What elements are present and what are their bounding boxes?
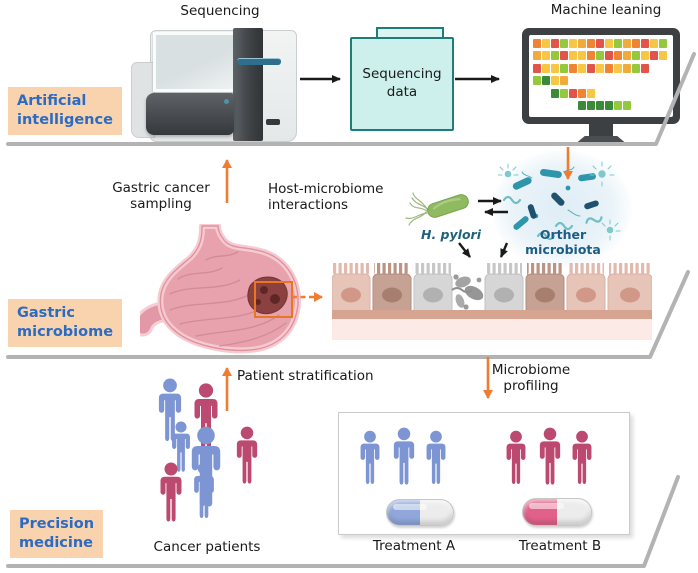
patients-cluster <box>151 378 277 530</box>
sequencer-handle <box>237 58 281 65</box>
treatment-a-group <box>356 421 452 499</box>
person-icon <box>535 421 565 499</box>
section-label-precision: Precision medicine <box>10 510 104 559</box>
arrow-hpylori-to-epithelium <box>458 242 471 258</box>
sequencer-label: Sequencing <box>180 3 260 19</box>
treatment-a-label: Treatment A <box>372 538 456 554</box>
gap-microbes <box>451 274 484 310</box>
sequencer-screen <box>153 32 237 92</box>
monitor-base <box>574 136 628 145</box>
person-icon <box>155 462 187 530</box>
microbiota-halo <box>492 150 632 268</box>
gastric-sampling-label: Gastric cancer sampling <box>112 180 210 213</box>
data-box-line1: Sequencing <box>362 66 442 83</box>
section-label-gastric: Gastric microbiome <box>8 299 123 348</box>
hpylori-label: H. pylori <box>421 227 481 242</box>
person-icon <box>389 421 419 499</box>
data-box-line2: data <box>386 84 418 100</box>
stratification-label: Patient stratification <box>237 368 374 384</box>
heatmap <box>529 35 673 117</box>
capsule-treatment-b <box>522 498 592 526</box>
treatment-b-group <box>502 421 598 499</box>
epithelium-illustration <box>332 263 652 340</box>
profiling-label: Microbiome profiling <box>491 362 571 395</box>
machine-learning-label: Machine leaning <box>550 2 662 18</box>
tumor-highlight-box <box>254 281 293 318</box>
sequencer-slot <box>266 119 280 125</box>
person-icon <box>356 424 384 498</box>
sequencing-data-box: Sequencing data <box>350 37 454 131</box>
microbiota-icon <box>498 161 621 241</box>
sequencer-power-dot <box>224 99 229 104</box>
capsule-treatment-a <box>386 499 454 526</box>
person-icon <box>189 462 219 526</box>
sequencer-column <box>233 28 263 141</box>
person-icon <box>502 424 530 498</box>
treatment-b-label: Treatment B <box>518 538 602 554</box>
person-icon <box>232 424 262 494</box>
section-label-ai: Artificial intelligence <box>8 87 122 136</box>
cancer-patients-label: Cancer patients <box>153 539 261 555</box>
hpylori-icon <box>405 192 469 226</box>
person-icon <box>568 424 596 498</box>
interactions-label: Host-microbiome interactions <box>268 181 384 214</box>
microbiota-label: Orther microbiota <box>525 227 601 257</box>
sequencer-drawer <box>146 93 234 135</box>
monitor-neck <box>589 124 613 137</box>
person-icon <box>422 424 450 498</box>
